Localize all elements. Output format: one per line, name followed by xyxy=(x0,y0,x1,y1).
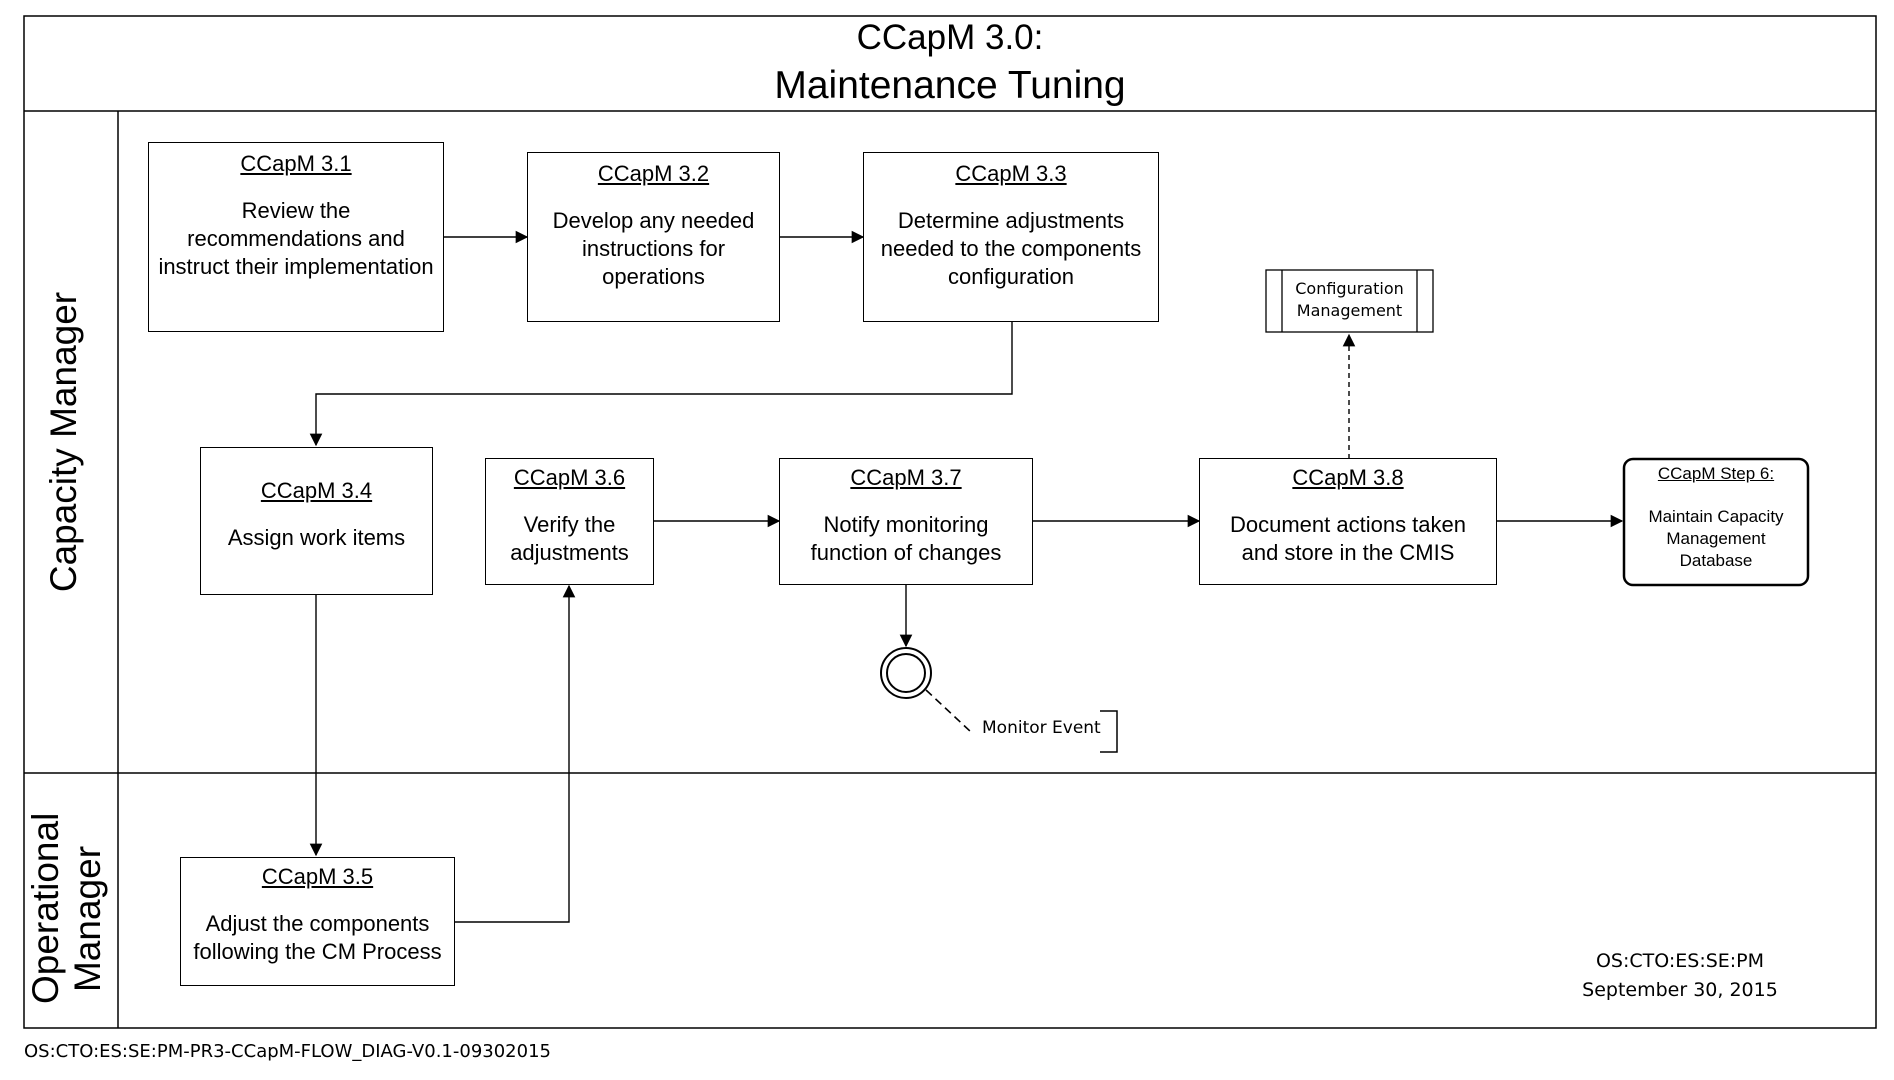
step-desc: Notify monitoring function of changes xyxy=(810,512,1002,565)
diagram-date: September 30, 2015 xyxy=(1582,979,1778,1001)
lane-label-operational-line1: Operational xyxy=(25,812,66,1004)
step-desc: Determine adjustments needed to the comp… xyxy=(880,208,1142,289)
lane-label-capacity-manager: Capacity Manager xyxy=(43,291,84,593)
step-desc: Develop any needed instructions for oper… xyxy=(552,208,755,289)
step-ccapm-3-3[interactable]: CCapM 3.3 Determine adjustments needed t… xyxy=(863,152,1159,322)
step-desc: Review the recommendations and instruct … xyxy=(158,198,434,279)
monitor-end-event xyxy=(880,647,932,699)
step-id: CCapM 3.5 xyxy=(261,864,374,889)
step-id: CCapM 3.7 xyxy=(850,465,962,490)
configuration-management-label[interactable]: Configuration Management xyxy=(1282,278,1417,322)
step-ccapm-3-6[interactable]: CCapM 3.6 Verify the adjustments xyxy=(485,458,654,585)
flow-33-34 xyxy=(309,321,1013,447)
step-ccapm-3-2[interactable]: CCapM 3.2 Develop any needed instruction… xyxy=(527,152,780,322)
step-id: CCapM 3.4 xyxy=(260,478,373,503)
step-ccapm-3-4[interactable]: CCapM 3.4 Assign work items xyxy=(200,447,433,595)
step6-box xyxy=(1622,457,1810,587)
monitor-event-annotation: Monitor Event xyxy=(982,718,1101,738)
step-id: CCapM 3.8 xyxy=(1292,465,1404,490)
step-desc: Verify the adjustments xyxy=(510,512,629,565)
org-code: OS:CTO:ES:SE:PM xyxy=(1595,950,1765,972)
configuration-management-line2: Management xyxy=(1296,301,1403,320)
step-id: CCapM 3.3 xyxy=(955,161,1067,186)
diagram-title-line1: CCapM 3.0: xyxy=(856,18,1044,57)
document-id-footer: OS:CTO:ES:SE:PM-PR3-CCapM-FLOW_DIAG-V0.1… xyxy=(24,1041,551,1062)
flow-35-36 xyxy=(453,584,576,923)
diagram-title-line2: Maintenance Tuning xyxy=(774,64,1126,107)
step-ccapm-3-5[interactable]: CCapM 3.5 Adjust the components followin… xyxy=(180,857,455,986)
step6-content[interactable]: CCapM Step 6: Maintain Capacity Manageme… xyxy=(1626,464,1806,572)
step-desc: Adjust the components following the CM P… xyxy=(193,911,442,964)
step-desc: Document actions taken and store in the … xyxy=(1229,512,1467,565)
step-desc: Assign work items xyxy=(227,525,406,550)
annotation-bracket xyxy=(1100,710,1118,753)
step-ccapm-3-1[interactable]: CCapM 3.1 Review the recommendations and… xyxy=(148,142,444,332)
step-ccapm-3-8[interactable]: CCapM 3.8 Document actions taken and sto… xyxy=(1199,458,1497,585)
pool-frame xyxy=(23,15,1877,1029)
lane-label-operational-manager: Operational Manager xyxy=(25,812,111,1004)
step6-id: CCapM Step 6: xyxy=(1657,464,1775,483)
configuration-management-line1: Configuration xyxy=(1295,279,1404,298)
org-date-stamp: OS:CTO:ES:SE:PM September 30, 2015 xyxy=(1560,947,1800,1005)
step-ccapm-3-7[interactable]: CCapM 3.7 Notify monitoring function of … xyxy=(779,458,1033,585)
step-id: CCapM 3.2 xyxy=(597,161,710,186)
configuration-management-box xyxy=(1265,269,1434,333)
step-id: CCapM 3.1 xyxy=(240,151,352,176)
annotation-association xyxy=(925,689,973,734)
step-id: CCapM 3.6 xyxy=(513,465,626,490)
lane-label-operational-line2: Manager xyxy=(67,845,108,993)
step6-desc: Maintain Capacity Management Database xyxy=(1648,507,1784,570)
